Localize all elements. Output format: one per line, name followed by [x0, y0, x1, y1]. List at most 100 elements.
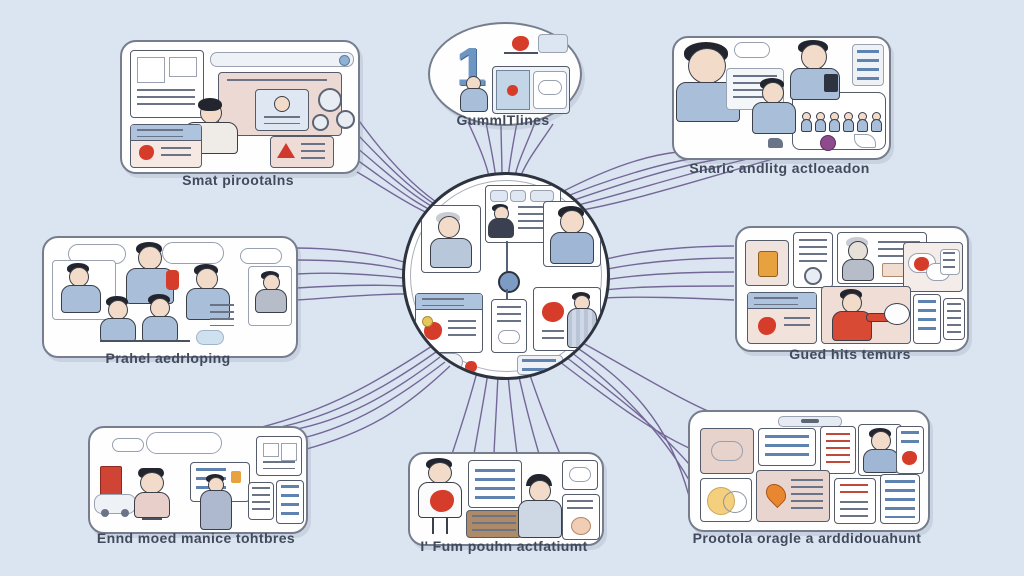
card-lines: [161, 147, 191, 157]
hub-inner-ring: [410, 180, 602, 372]
hub-card-list: [491, 299, 527, 353]
figure5-head: [150, 298, 170, 318]
sub-left: [496, 70, 530, 110]
top-pill: [778, 416, 842, 427]
doc-card: [276, 480, 304, 524]
hub-card-elder: [421, 205, 481, 273]
mini-person-body: [460, 88, 488, 112]
cloud-sketch: [112, 438, 144, 452]
table-line: [100, 340, 190, 342]
browser-inner-card: [255, 89, 309, 131]
listener-body: [518, 500, 562, 538]
bird-sketch-icon: [854, 134, 876, 148]
heart-on-stand: [512, 36, 529, 51]
orange-bag-icon: [758, 251, 778, 277]
face-sketch: [274, 96, 290, 112]
purple-badge-icon: [820, 135, 836, 151]
person-hair: [198, 98, 222, 111]
hub-connector-line: [506, 241, 508, 273]
man2-head: [801, 44, 827, 70]
leg-line: [432, 518, 434, 534]
blue-list-card: [758, 428, 816, 466]
hub-card-robed: [533, 287, 601, 351]
cloud-sketch: [240, 248, 282, 264]
blue-blob: [196, 330, 224, 345]
blue-stripe-card: [880, 474, 920, 524]
caption-bottom-center: I' Fum pouhn actfatiumt: [420, 538, 588, 554]
bundle-bottom-right: [559, 341, 709, 497]
cloud-sketch: [146, 432, 222, 454]
floorplan-notes: [137, 89, 195, 109]
man-head: [428, 462, 452, 484]
side-card: [896, 426, 924, 474]
warning-lines: [301, 143, 325, 160]
framed-figure-card: [52, 260, 116, 320]
caption-bottom-left: Ennd moed manice tohtbres: [96, 530, 296, 546]
toolbar-dot: [339, 54, 350, 66]
caption-mid-right: Gued hits temurs: [789, 346, 911, 362]
node-panel-top-left: [120, 40, 360, 174]
doc-card: [562, 494, 600, 540]
caption-top-left: Smat pirootalns: [182, 172, 294, 188]
red-dot: [139, 145, 154, 160]
sub-panel: [492, 66, 570, 114]
figure3-head: [196, 268, 218, 290]
gear-icon: [312, 114, 329, 131]
node-panel-bottom-center: [408, 452, 604, 546]
listener-head: [529, 480, 551, 502]
hub-card-alert: [415, 293, 483, 353]
car-sketch: [94, 494, 136, 517]
red-book: [100, 466, 122, 496]
stand-line: [504, 52, 538, 54]
hub-node-dot: [498, 271, 520, 293]
node-panel-top-center: 1: [428, 22, 582, 126]
man3-body: [752, 102, 796, 134]
portrait-card: [858, 424, 902, 476]
tablet-sketch: [824, 74, 838, 92]
kid-head: [140, 472, 164, 494]
card-header: [131, 125, 201, 141]
brown-card: [466, 510, 522, 538]
bag-card: [745, 240, 789, 286]
cloud-sketch: [162, 242, 224, 264]
node-panel-bottom-left: [88, 426, 308, 534]
floorplan-room: [169, 57, 197, 77]
sketch-card: [562, 460, 598, 490]
white-blob: [884, 303, 910, 325]
data-doc: [834, 478, 876, 524]
blue-list-card: [468, 460, 522, 508]
figure4-head: [108, 300, 128, 320]
leg-line: [446, 518, 448, 534]
central-hub: [402, 172, 610, 380]
yellow-circle-card: [700, 478, 752, 522]
header-lines: [137, 129, 183, 137]
red-shoulder-bag: [166, 270, 179, 290]
hub-doodle-card: [517, 355, 563, 375]
warning-card: [270, 136, 334, 168]
man3-head: [762, 82, 784, 104]
robed-body: [200, 490, 232, 530]
alert-card: [130, 124, 202, 168]
toolbar-sketch: [210, 52, 354, 67]
figure4-body: [100, 318, 136, 342]
flame-card: [756, 470, 830, 522]
floorplan-room: [137, 57, 165, 83]
hub-card-man: [543, 201, 601, 267]
gear-icon: [336, 110, 355, 129]
caption-top-center: GummlTlines: [456, 112, 550, 128]
red-dot: [507, 85, 518, 96]
hub-connector-line: [506, 289, 508, 303]
browser-line: [227, 79, 327, 83]
inner-lines: [264, 116, 300, 124]
caption-bottom-right: Prootola oragle a arddidouahunt: [692, 530, 922, 546]
cloud-heart-card: [903, 242, 963, 292]
bundle-bottom-left: [257, 345, 451, 451]
warning-triangle-icon: [277, 143, 295, 158]
node-panel-bottom-right: [688, 410, 930, 532]
hub-red-dot: [465, 361, 477, 373]
thumbs-up-icon: [768, 138, 783, 148]
node-panel-top-right: [672, 36, 891, 160]
person-info-card: [837, 232, 927, 284]
caption-top-right: Snaric andlitg actloeadon: [689, 160, 870, 176]
